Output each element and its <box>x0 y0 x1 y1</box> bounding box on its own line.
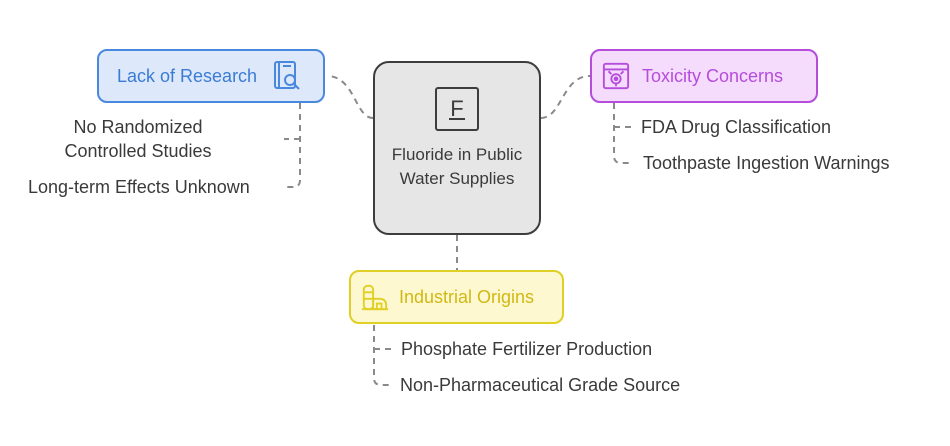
connector-center-research <box>326 75 374 119</box>
central-topic-label: Fluoride in Public Water Supplies <box>391 145 523 188</box>
connector-center-toxicity <box>540 75 591 119</box>
connector-industrial-items <box>373 325 392 386</box>
center-icon-letter: F <box>450 96 464 121</box>
connector-toxicity-items <box>613 103 632 164</box>
toxic-hazard-icon <box>602 62 630 90</box>
industrial-item-1: Phosphate Fertilizer Production <box>401 339 653 359</box>
topic-research-label: Lack of Research <box>117 65 258 86</box>
toxicity-item-2: Toothpaste Ingestion Warnings <box>643 153 890 173</box>
connector-research-items <box>284 103 301 188</box>
topic-industrial-label: Industrial Origins <box>399 286 535 307</box>
toxicity-item-1: FDA Drug Classification <box>641 117 832 137</box>
central-topic-box: F Fluoride in Public Water Supplies <box>373 61 541 235</box>
factory-silo-icon <box>361 284 389 311</box>
book-magnifier-icon <box>274 61 300 90</box>
topic-lack-of-research: Lack of Research <box>97 49 325 103</box>
research-item-2: Long-term Effects Unknown <box>28 177 250 197</box>
letter-f-icon: F <box>435 87 479 131</box>
industrial-item-2: Non-Pharmaceutical Grade Source <box>400 375 681 395</box>
topic-toxicity-concerns: Toxicity Concerns <box>590 49 818 103</box>
topic-industrial-origins: Industrial Origins <box>349 270 564 324</box>
research-item-1: No Randomized Controlled Studies <box>64 117 212 161</box>
topic-toxicity-label: Toxicity Concerns <box>642 65 784 86</box>
